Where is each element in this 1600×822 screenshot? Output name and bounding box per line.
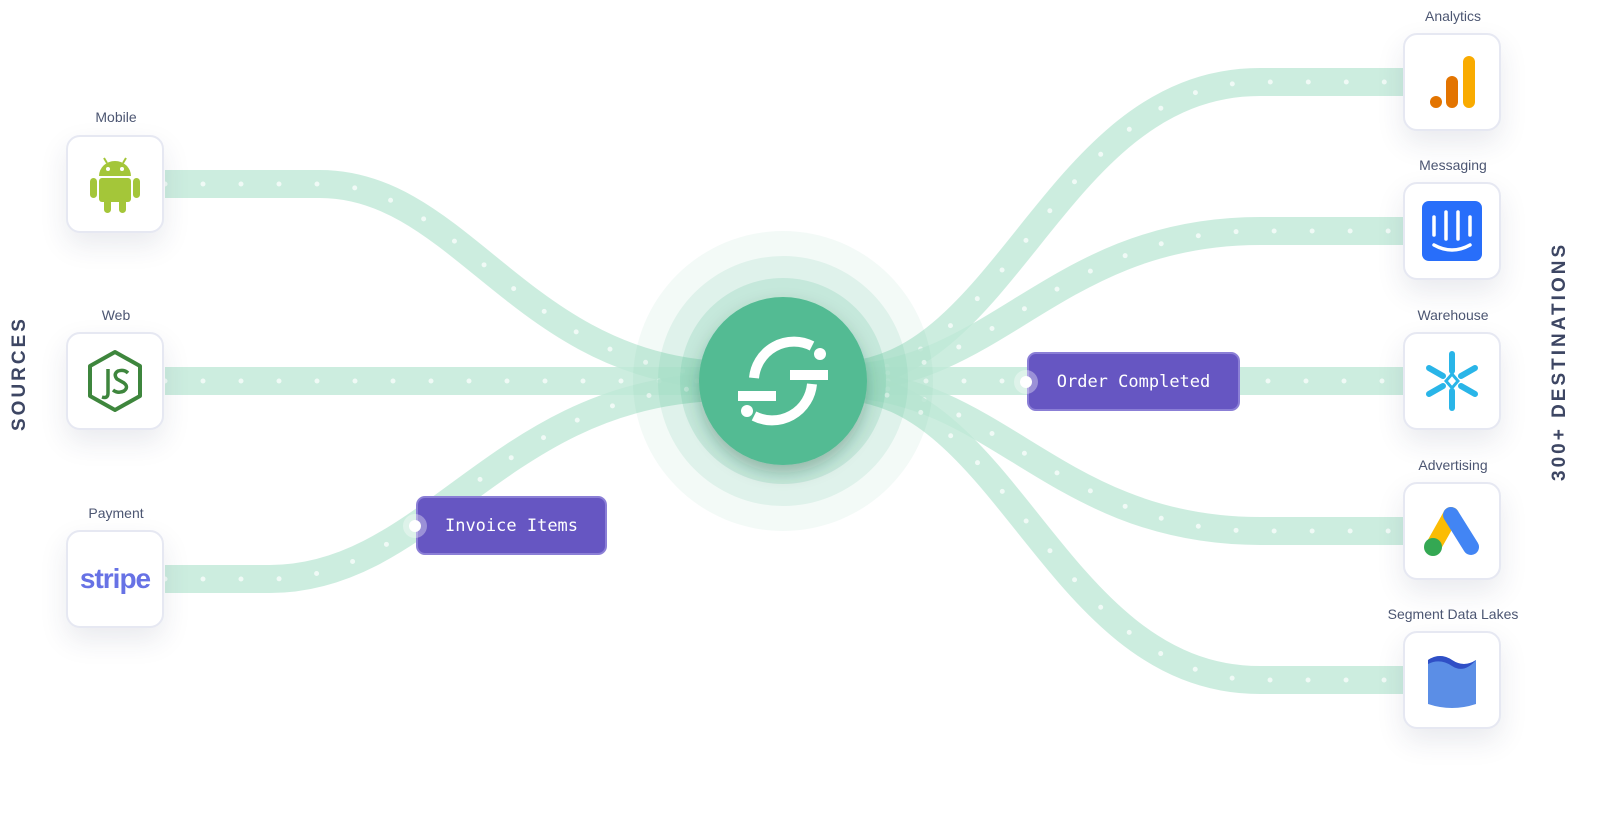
source-label-web: Web [101,307,131,323]
destination-label-advertising: Advertising [1418,457,1488,473]
android-icon [90,157,140,213]
source-label-mobile: Mobile [95,109,137,125]
destination-analytics[interactable] [1403,33,1501,131]
nodejs-icon [88,350,142,412]
destination-label-data-lakes: Segment Data Lakes [1387,606,1519,622]
destination-warehouse[interactable] [1403,332,1501,430]
segment-logo-dot [814,348,826,360]
source-mobile[interactable] [66,135,164,233]
event-label: Invoice Items [444,515,579,536]
destination-data-lakes[interactable] [1403,631,1501,729]
destination-label-warehouse: Warehouse [1417,307,1489,323]
source-web[interactable] [66,332,164,430]
flow-mobile [165,170,721,389]
event-invoice-items[interactable]: Invoice Items [409,496,607,555]
intercom-icon [1422,201,1482,261]
flow-data-lakes [848,373,1405,694]
connector-dot [1020,375,1032,388]
data-lake-icon [1428,656,1476,708]
flow-payment-dots [162,384,723,582]
sources-heading: SOURCES [9,316,30,431]
destination-messaging[interactable] [1403,182,1501,280]
source-payment[interactable]: stripe [66,530,164,628]
segment-logo[interactable] [699,297,867,465]
connector-dot [409,519,421,532]
google-analytics-icon [1430,56,1475,108]
event-label: Order Completed [1056,371,1211,392]
snowflake-icon [1426,351,1478,411]
event-order-completed[interactable]: Order Completed [1020,352,1240,411]
segment-logo-icon [738,336,828,426]
stripe-logo: stripe [79,563,151,594]
destination-label-analytics: Analytics [1424,8,1482,24]
google-ads-icon [1424,507,1479,556]
flow-messaging [849,217,1405,392]
source-label-payment: Payment [88,505,144,521]
destination-advertising[interactable] [1403,482,1501,580]
destination-label-messaging: Messaging [1419,157,1487,173]
segment-logo-dot [741,405,753,417]
